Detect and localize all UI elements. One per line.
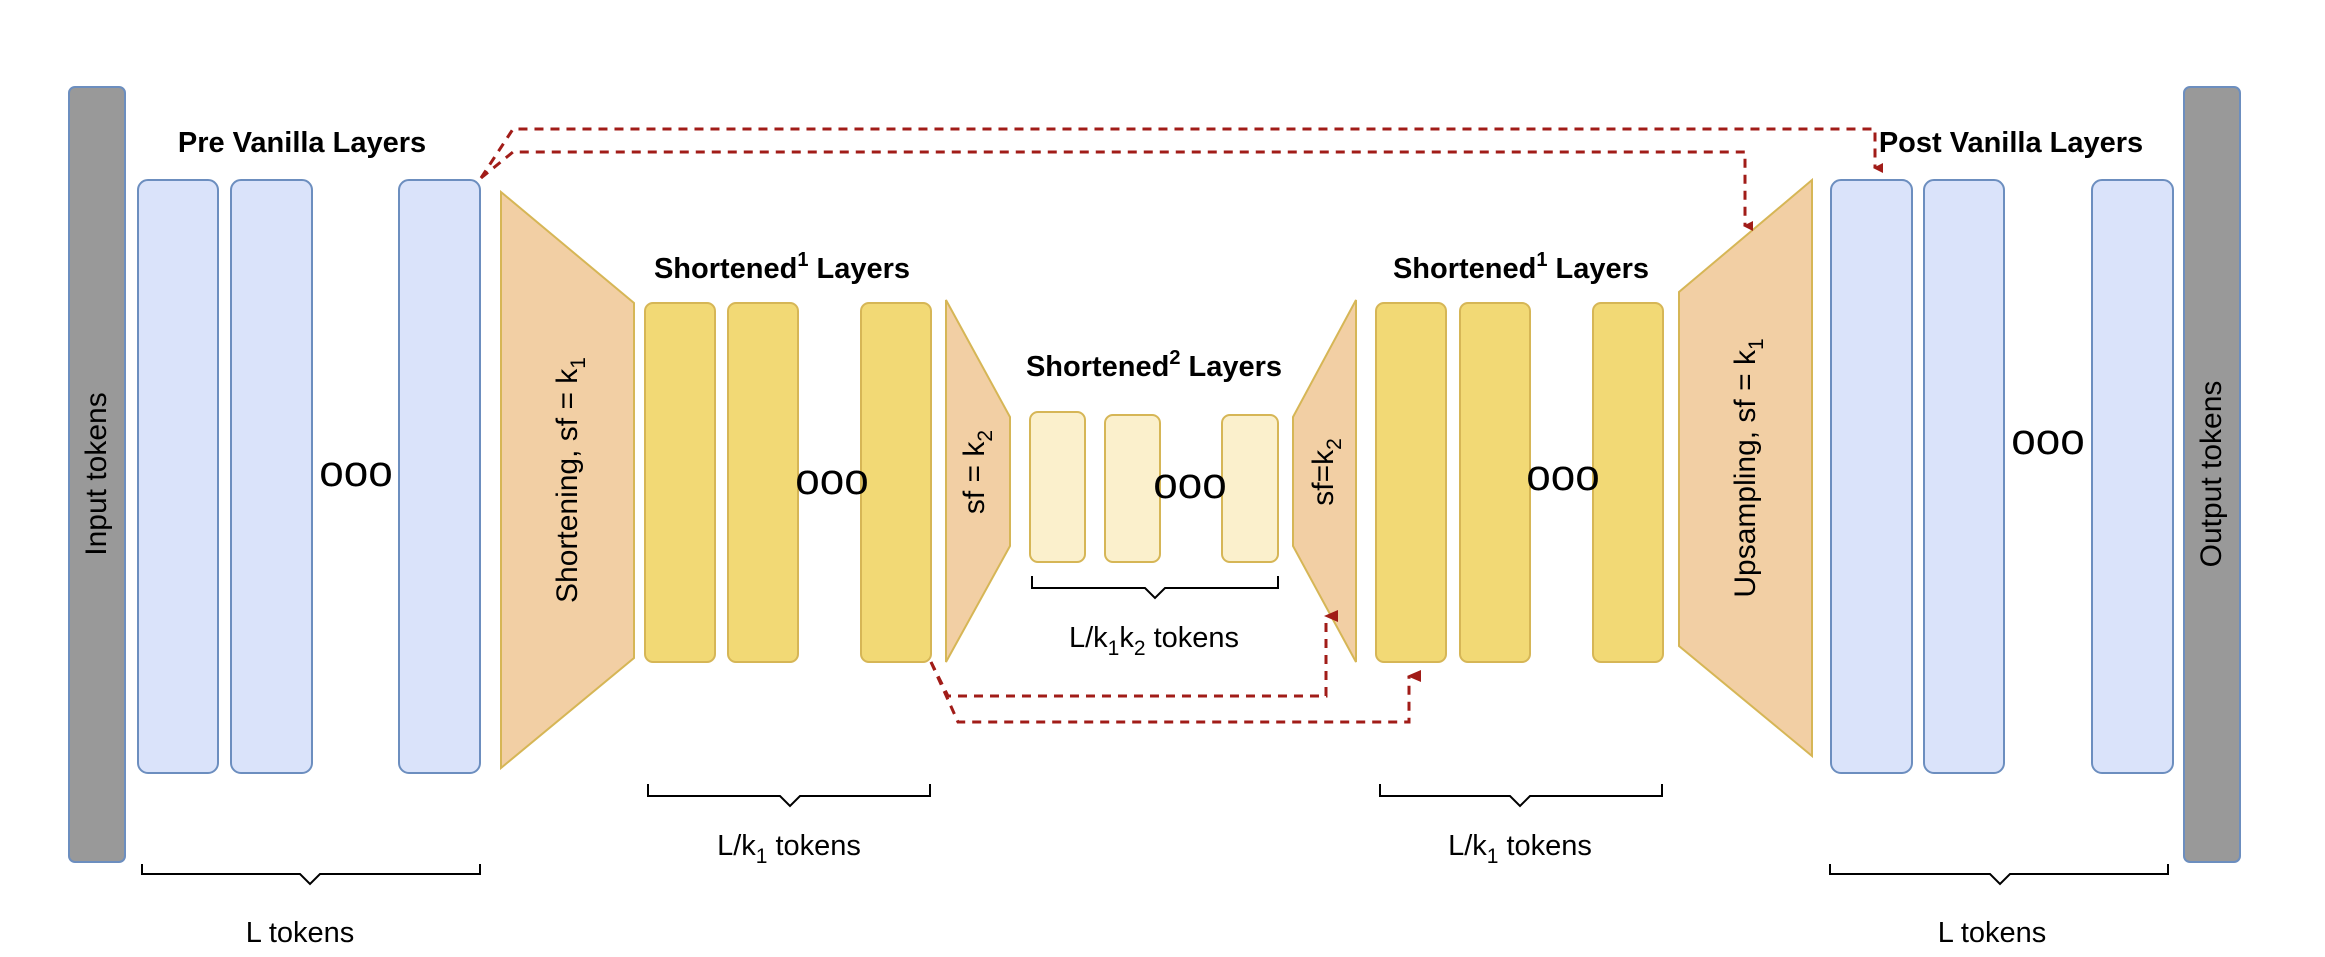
shortening-label: Shortening, sf = k1 [551,357,590,603]
shortened1-left-brace [647,784,931,808]
shortening2-block: sf = k2 [945,299,1011,663]
shortened1-right-brace [1379,784,1663,808]
shortened2-brace [1031,576,1279,600]
shortened1-right-title: Shortened1 Layers [1393,249,1649,285]
skip-connection-short-lower [929,661,1421,724]
output-tokens-label: Output tokens [2195,381,2228,568]
input-tokens-label: Input tokens [80,392,113,555]
upsampling2-block: sf=k2 [1292,299,1357,663]
pre-vanilla-layer [137,179,219,774]
skip-connection-inner [480,150,1753,231]
shortened2-layer [1104,414,1161,563]
output-tokens-bar: Output tokens [2183,86,2241,863]
shortened2-title: Shortened2 Layers [1026,347,1282,383]
shortened2-ellipsis: ooo [1153,459,1226,508]
shortening2-label: sf = k2 [958,430,997,514]
input-tokens-bar: Input tokens [68,86,126,863]
shortened1-left-ellipsis: ooo [795,455,868,504]
pre-vanilla-brace [141,864,481,886]
shortened1-right-layers: Shortened1 Layers ooo L/k1 tokens [1375,249,1664,868]
post-vanilla-brace [1829,864,2169,886]
upsampling-block: Upsampling, sf = k1 [1678,177,1813,759]
pre-vanilla-layer [398,179,481,774]
post-vanilla-title: Post Vanilla Layers [1879,127,2143,159]
pre-vanilla-ellipsis: ooo [319,447,392,496]
post-vanilla-layer [2091,179,2174,774]
skip-connection-outer [479,127,1883,179]
shortened1-layer [1592,302,1664,663]
shortened1-left-title: Shortened1 Layers [654,249,910,285]
post-vanilla-layers: Post Vanilla Layers ooo L tokens [1829,127,2174,949]
post-vanilla-ellipsis: ooo [2011,415,2084,464]
shortening-block: Shortening, sf = k1 [500,189,635,771]
pre-vanilla-layer [230,179,313,774]
pre-vanilla-layers: Pre Vanilla Layers ooo L tokens [137,127,481,949]
shortened1-layer [727,302,799,663]
shortened1-right-tokens: L/k1 tokens [1448,830,1592,868]
pre-vanilla-tokens: L tokens [246,917,355,949]
shortened1-right-ellipsis: ooo [1526,451,1599,500]
post-vanilla-layer [1830,179,1913,774]
shortened2-layers: Shortened2 Layers ooo L/k1k2 tokens [1026,347,1282,660]
skip-connections [479,127,1883,724]
shortened2-layer [1221,414,1279,563]
shortened1-layer [860,302,932,663]
shortened1-left-layers: Shortened1 Layers ooo L/k1 tokens [644,249,932,868]
upsampling-label: Upsampling, sf = k1 [1729,338,1768,597]
shortened1-left-tokens: L/k1 tokens [717,830,861,868]
shortened1-layer [644,302,716,663]
post-vanilla-tokens: L tokens [1938,917,2047,949]
shortened2-layer [1029,411,1086,563]
shortened1-layer [1375,302,1447,663]
post-vanilla-layer [1923,179,2005,774]
upsampling2-label: sf=k2 [1307,438,1346,506]
shortened1-layer [1459,302,1531,663]
pre-vanilla-title: Pre Vanilla Layers [178,127,426,159]
shortened2-tokens: L/k1k2 tokens [1069,622,1239,660]
